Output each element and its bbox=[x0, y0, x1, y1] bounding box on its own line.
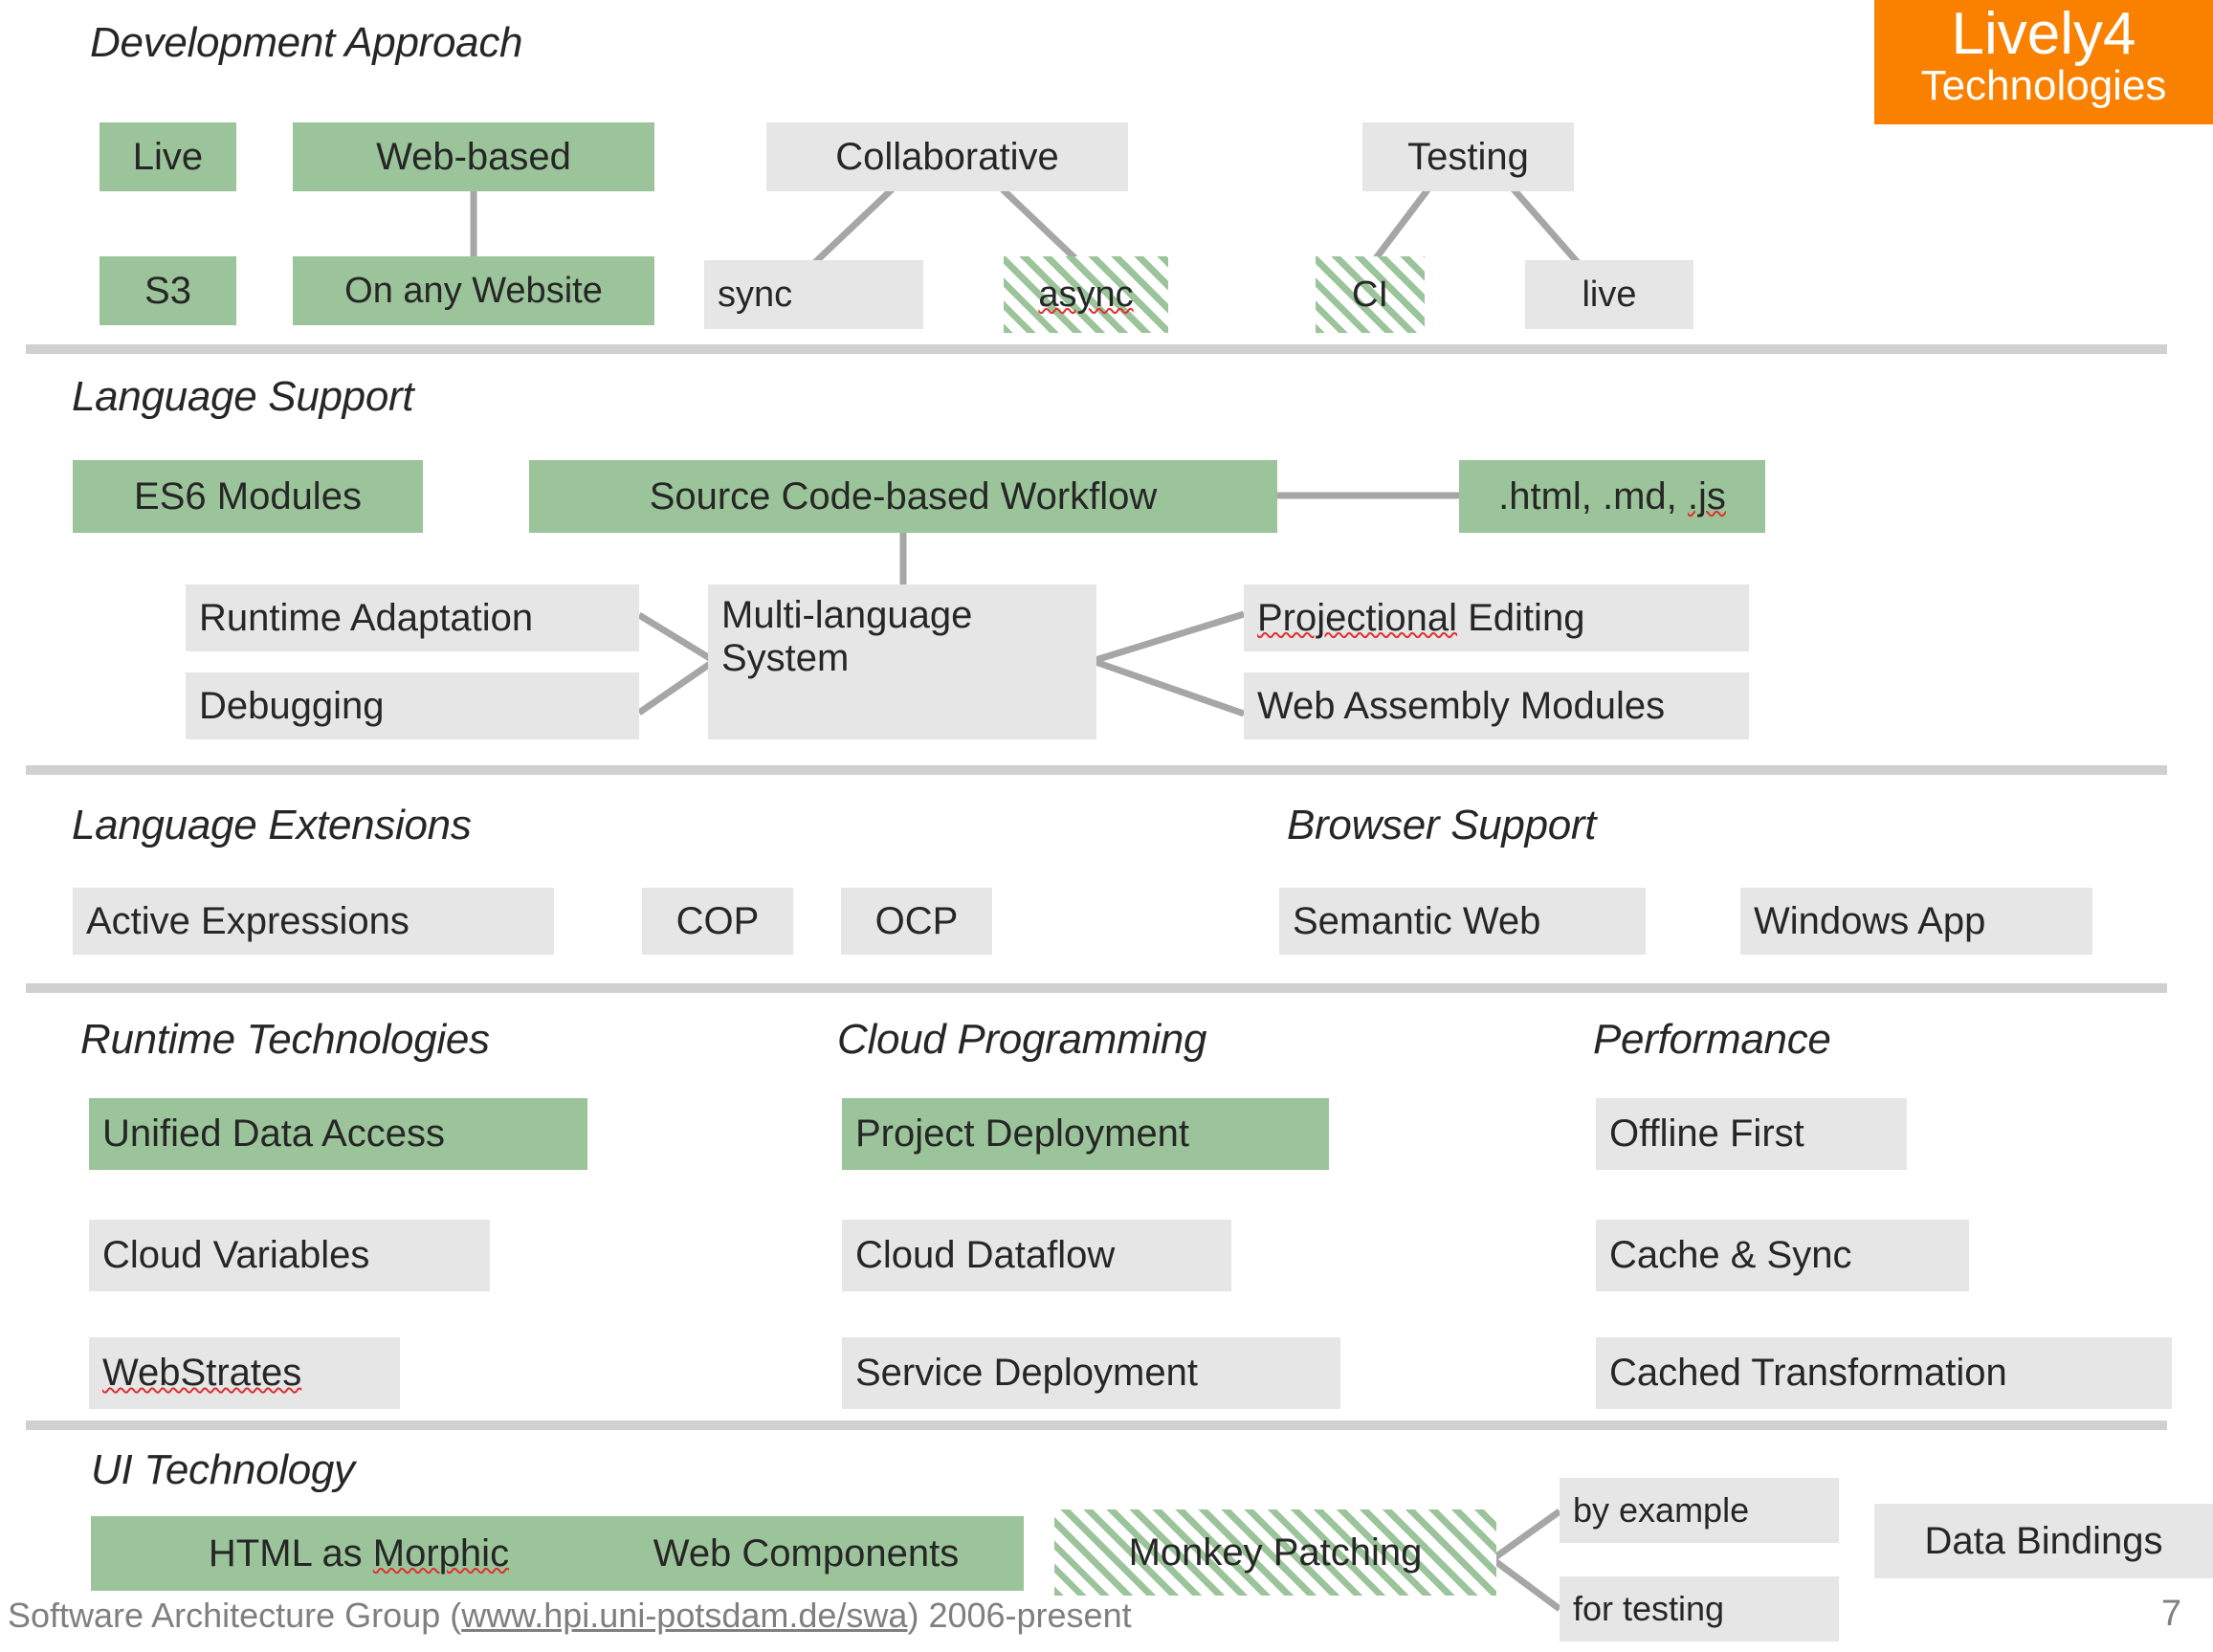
node-offline-first-label: Offline First bbox=[1609, 1112, 1804, 1156]
node-cloud-dataflow[interactable]: Cloud Dataflow bbox=[842, 1220, 1231, 1291]
node-html-as-morphic[interactable]: HTML as Morphic bbox=[91, 1516, 627, 1591]
node-file-types[interactable]: .html, .md, .js bbox=[1459, 460, 1765, 533]
section-title-runtime-technologies: Runtime Technologies bbox=[80, 1016, 490, 1063]
footer-url-link[interactable]: www.hpi.uni-potsdam.de/swa bbox=[461, 1596, 908, 1635]
node-active-expressions[interactable]: Active Expressions bbox=[73, 888, 554, 955]
logo-subtitle: Technologies bbox=[1920, 62, 2167, 110]
node-web-components-label: Web Components bbox=[653, 1531, 960, 1575]
page-number: 7 bbox=[2160, 1594, 2181, 1634]
node-ci[interactable]: CI bbox=[1316, 256, 1425, 333]
section-title-ui-technology: UI Technology bbox=[91, 1446, 355, 1493]
node-sync[interactable]: sync bbox=[704, 260, 923, 329]
node-web-components[interactable]: Web Components bbox=[588, 1516, 1024, 1591]
node-webstrates[interactable]: WebStrates bbox=[89, 1337, 400, 1409]
node-source-code-based-workflow-label: Source Code-based Workflow bbox=[649, 474, 1158, 518]
node-runtime-adaptation[interactable]: Runtime Adaptation bbox=[186, 584, 639, 651]
node-project-deployment[interactable]: Project Deployment bbox=[842, 1098, 1329, 1170]
node-collaborative[interactable]: Collaborative bbox=[766, 122, 1128, 191]
node-testing[interactable]: Testing bbox=[1362, 122, 1574, 191]
node-on-any-website[interactable]: On any Website bbox=[293, 256, 654, 325]
node-webstrates-label: WebStrates bbox=[102, 1352, 302, 1395]
footer-credit: Software Architecture Group (www.hpi.uni… bbox=[8, 1596, 1132, 1636]
node-async-label: async bbox=[1038, 274, 1134, 315]
node-web-assembly-modules-label: Web Assembly Modules bbox=[1257, 684, 1666, 727]
node-runtime-adaptation-label: Runtime Adaptation bbox=[199, 596, 534, 639]
node-offline-first[interactable]: Offline First bbox=[1596, 1098, 1907, 1170]
logo-title: Lively4 bbox=[1951, 1, 2136, 67]
node-by-example-label: by example bbox=[1573, 1489, 1750, 1530]
section-title-performance: Performance bbox=[1593, 1016, 1831, 1063]
node-async[interactable]: async bbox=[1004, 256, 1168, 333]
node-multi-language-system-label: Multi-language System bbox=[721, 594, 973, 679]
node-project-deployment-label: Project Deployment bbox=[855, 1112, 1190, 1156]
node-windows-app-label: Windows App bbox=[1754, 899, 1986, 942]
node-es6-modules-label: ES6 Modules bbox=[134, 474, 362, 518]
node-for-testing[interactable]: for testing bbox=[1560, 1576, 1839, 1641]
node-file-types-label: .html, .md, .js bbox=[1498, 474, 1726, 518]
node-web-based[interactable]: Web-based bbox=[293, 122, 654, 191]
node-sync-label: sync bbox=[718, 274, 793, 315]
section-divider-4 bbox=[26, 1421, 2167, 1430]
node-live-small-label: live bbox=[1582, 274, 1637, 315]
lively4-logo: Lively4 Technologies bbox=[1874, 0, 2213, 124]
node-cloud-dataflow-label: Cloud Dataflow bbox=[855, 1234, 1116, 1277]
section-title-development-approach: Development Approach bbox=[90, 19, 523, 66]
node-web-assembly-modules[interactable]: Web Assembly Modules bbox=[1244, 672, 1749, 739]
node-debugging[interactable]: Debugging bbox=[186, 672, 639, 739]
node-s3[interactable]: S3 bbox=[100, 256, 236, 325]
node-live-small[interactable]: live bbox=[1525, 260, 1693, 329]
node-cache-and-sync[interactable]: Cache & Sync bbox=[1596, 1220, 1969, 1291]
node-service-deployment-label: Service Deployment bbox=[855, 1352, 1198, 1395]
node-cloud-variables-label: Cloud Variables bbox=[102, 1234, 370, 1277]
node-testing-label: Testing bbox=[1407, 135, 1529, 178]
node-monkey-patching-label: Monkey Patching bbox=[1128, 1531, 1423, 1574]
node-live[interactable]: Live bbox=[100, 122, 236, 191]
node-unified-data-access-label: Unified Data Access bbox=[102, 1112, 445, 1156]
node-active-expressions-label: Active Expressions bbox=[86, 899, 409, 942]
node-projectional-editing-label: Projectional Editing bbox=[1257, 596, 1585, 639]
section-title-language-extensions: Language Extensions bbox=[72, 802, 472, 848]
section-title-browser-support: Browser Support bbox=[1287, 802, 1597, 848]
node-cop[interactable]: COP bbox=[642, 888, 793, 955]
node-html-as-morphic-label: HTML as Morphic bbox=[208, 1531, 510, 1575]
node-collaborative-label: Collaborative bbox=[835, 135, 1059, 178]
node-cached-transformation[interactable]: Cached Transformation bbox=[1596, 1337, 2172, 1409]
node-web-based-label: Web-based bbox=[376, 135, 571, 178]
node-multi-language-system[interactable]: Multi-language System bbox=[708, 584, 1096, 739]
section-title-language-support: Language Support bbox=[72, 373, 414, 420]
node-windows-app[interactable]: Windows App bbox=[1740, 888, 2092, 955]
node-ocp-label: OCP bbox=[874, 899, 959, 942]
section-title-cloud-programming: Cloud Programming bbox=[837, 1016, 1207, 1063]
node-source-code-based-workflow[interactable]: Source Code-based Workflow bbox=[529, 460, 1277, 533]
node-es6-modules[interactable]: ES6 Modules bbox=[73, 460, 423, 533]
node-data-bindings-label: Data Bindings bbox=[1924, 1519, 2163, 1562]
node-ocp[interactable]: OCP bbox=[841, 888, 992, 955]
node-debugging-label: Debugging bbox=[199, 684, 385, 727]
section-divider-1 bbox=[26, 344, 2167, 354]
node-monkey-patching[interactable]: Monkey Patching bbox=[1054, 1509, 1496, 1596]
node-cache-and-sync-label: Cache & Sync bbox=[1609, 1234, 1852, 1277]
footer-suffix: ) 2006-present bbox=[907, 1596, 1132, 1635]
node-semantic-web[interactable]: Semantic Web bbox=[1279, 888, 1646, 955]
node-for-testing-label: for testing bbox=[1573, 1588, 1725, 1628]
node-by-example[interactable]: by example bbox=[1560, 1478, 1839, 1543]
node-semantic-web-label: Semantic Web bbox=[1293, 899, 1541, 942]
node-service-deployment[interactable]: Service Deployment bbox=[842, 1337, 1340, 1409]
node-data-bindings[interactable]: Data Bindings bbox=[1874, 1504, 2213, 1578]
node-unified-data-access[interactable]: Unified Data Access bbox=[89, 1098, 587, 1170]
node-cop-label: COP bbox=[675, 899, 760, 942]
node-live-label: Live bbox=[132, 135, 204, 178]
node-projectional-editing[interactable]: Projectional Editing bbox=[1244, 584, 1749, 651]
section-divider-3 bbox=[26, 983, 2167, 993]
node-on-any-website-label: On any Website bbox=[344, 270, 603, 311]
section-divider-2 bbox=[26, 765, 2167, 775]
node-cloud-variables[interactable]: Cloud Variables bbox=[89, 1220, 490, 1291]
node-s3-label: S3 bbox=[144, 269, 191, 312]
footer-prefix: Software Architecture Group ( bbox=[8, 1596, 462, 1635]
node-cached-transformation-label: Cached Transformation bbox=[1609, 1352, 2007, 1395]
node-ci-label: CI bbox=[1352, 274, 1388, 315]
